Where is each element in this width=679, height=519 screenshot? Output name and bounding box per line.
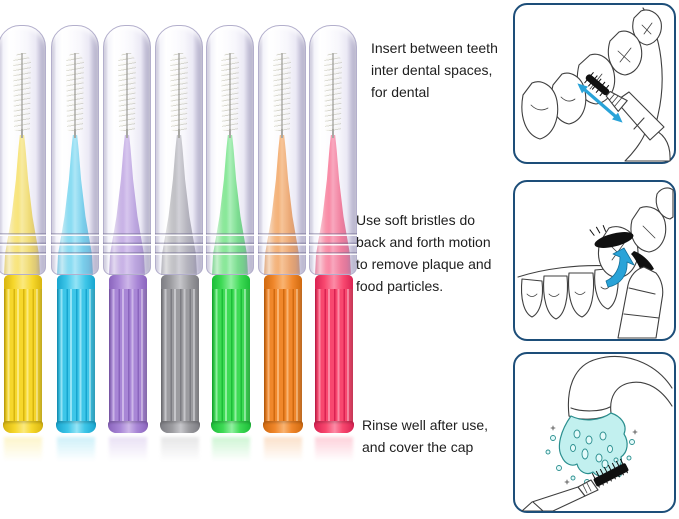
- interdental-brush-orange: [257, 0, 309, 475]
- brush-reflection: [161, 437, 199, 464]
- brush-handle: [3, 275, 43, 433]
- brush-reflection: [57, 437, 95, 464]
- instruction-panel-insert: [513, 3, 676, 164]
- instruction-panel-rinse: [513, 352, 676, 513]
- brush-head: [584, 72, 628, 112]
- faucet-outline: [567, 355, 673, 420]
- instruction-line: and cover the cap: [362, 439, 474, 455]
- brush-handle: [56, 275, 96, 433]
- instruction-text-rinse: Rinse well after use, and cover the cap: [362, 414, 488, 458]
- brush-handle: [160, 275, 200, 433]
- hand-and-handle: [615, 91, 671, 162]
- brush-reflection: [4, 437, 42, 464]
- rinse-illustration: [521, 355, 673, 511]
- brush-reflection: [264, 437, 302, 464]
- brush-cap: [51, 25, 99, 275]
- cap-ribs: [0, 233, 46, 261]
- brush-reflection: [109, 437, 147, 464]
- brush-cap: [0, 25, 46, 275]
- cap-ribs: [103, 233, 151, 261]
- brush-head: [589, 225, 634, 248]
- instruction-line: food particles.: [356, 278, 444, 294]
- brush-under-water: [521, 458, 629, 511]
- interdental-brush-blue: [50, 0, 102, 475]
- instruction-line: to remove plaque and: [356, 256, 492, 272]
- instruction-line: Rinse well after use,: [362, 417, 489, 433]
- brush-cap: [103, 25, 151, 275]
- instruction-text-motion: Use soft bristles do back and forth moti…: [356, 209, 491, 297]
- interdental-brush-gray: [154, 0, 206, 475]
- cap-ribs: [206, 233, 254, 261]
- brush-reflection: [315, 437, 353, 464]
- interdental-brush-pink: [308, 0, 360, 475]
- curved-arrow-icon: [605, 247, 635, 288]
- brush-handle: [211, 275, 251, 433]
- interdental-brush-yellow: [0, 0, 49, 475]
- cap-ribs: [155, 233, 203, 261]
- brush-cap: [258, 25, 306, 275]
- cap-ribs: [258, 233, 306, 261]
- interdental-brush-green: [205, 0, 257, 475]
- handle: [617, 266, 664, 339]
- brush-handle: [263, 275, 303, 433]
- brush-handle: [108, 275, 148, 433]
- teeth-insert-illustration: [521, 7, 671, 162]
- back-and-forth-illustration: [517, 187, 674, 339]
- instruction-line: back and forth motion: [356, 234, 491, 250]
- instruction-line: Use soft bristles do: [356, 212, 476, 228]
- double-arrow-icon: [577, 83, 623, 123]
- instruction-text-insert: Insert between teeth inter dental spaces…: [371, 37, 498, 103]
- brush-cap: [155, 25, 203, 275]
- cap-ribs: [51, 233, 99, 261]
- cap-ribs: [309, 233, 357, 261]
- brush-reflection: [212, 437, 250, 464]
- interdental-brush-purple: [102, 0, 154, 475]
- water-stream: [545, 412, 638, 485]
- brush-cap: [309, 25, 357, 275]
- instruction-line: for dental: [371, 84, 430, 100]
- instruction-panel-motion: [513, 180, 676, 341]
- instruction-line: Insert between teeth: [371, 40, 498, 56]
- instruction-line: inter dental spaces,: [371, 62, 493, 78]
- brush-handle: [314, 275, 354, 433]
- brush-cap: [206, 25, 254, 275]
